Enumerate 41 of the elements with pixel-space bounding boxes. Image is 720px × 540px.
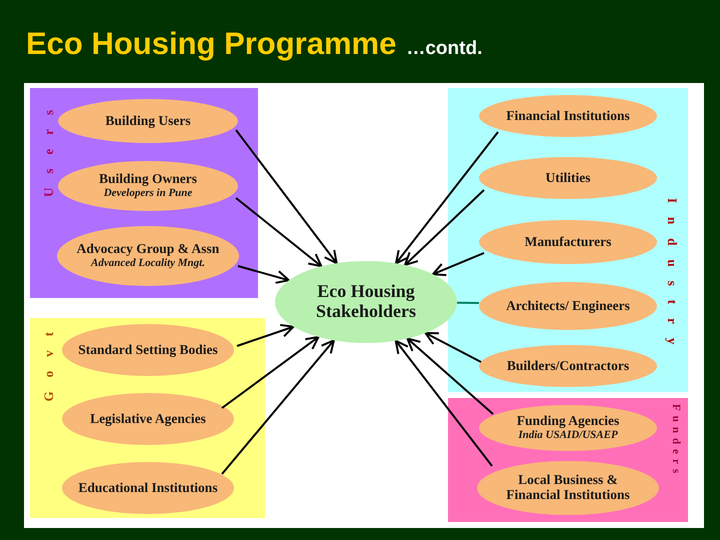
connector-arrow bbox=[236, 324, 294, 347]
node-title: Local Business & Financial Institutions bbox=[505, 473, 631, 503]
stakeholder-ellipse bbox=[58, 99, 238, 143]
node-note: Developers in Pune bbox=[104, 187, 192, 200]
node-title: Utilities bbox=[546, 170, 590, 186]
node-title: Funding Agencies bbox=[516, 414, 620, 430]
connector-arrow bbox=[404, 189, 485, 266]
node-title: Financial Institutions bbox=[506, 108, 630, 124]
node-title: Legislative Agencies bbox=[90, 412, 206, 426]
group-label: Govt bbox=[42, 318, 55, 402]
connector-arrow bbox=[394, 340, 493, 467]
connector-arrow bbox=[424, 332, 482, 363]
node-title: Standard Setting Bodies bbox=[78, 342, 218, 358]
group-label: Users bbox=[42, 96, 55, 198]
connector-arrow bbox=[235, 129, 338, 264]
node-title: Eco Housing Stakeholders bbox=[314, 282, 417, 322]
connector-arrow bbox=[221, 339, 335, 475]
node-note: India USAID/USAEP bbox=[518, 429, 618, 442]
node-title: Manufacturers bbox=[524, 234, 612, 250]
node-title: Advocacy Group & Assn bbox=[76, 242, 220, 258]
group-band bbox=[448, 88, 688, 392]
connector-arrow bbox=[235, 197, 322, 268]
node-title: Educational Institutions bbox=[78, 480, 218, 496]
slide-title: Eco Housing Programme bbox=[26, 26, 396, 62]
connector-arrow bbox=[395, 131, 499, 264]
group-band bbox=[30, 318, 265, 518]
node-title: Builders/Contractors bbox=[506, 358, 630, 374]
node-title: Building Owners bbox=[99, 172, 197, 188]
connector-arrow bbox=[221, 336, 320, 409]
group-band bbox=[30, 88, 258, 298]
group-band bbox=[448, 398, 688, 522]
group-label: Funders bbox=[670, 404, 681, 478]
connector-arrow bbox=[432, 252, 484, 276]
stakeholder-ellipse bbox=[479, 157, 657, 199]
node-title: Architects/ Engineers bbox=[506, 298, 630, 314]
connector-arrow bbox=[406, 338, 494, 415]
node-note: Advanced Locality Mngt. bbox=[91, 257, 205, 270]
group-label: Industry bbox=[666, 198, 679, 358]
node-title: Building Users bbox=[105, 114, 191, 128]
connector-arrow bbox=[238, 265, 290, 284]
title-suffix: …contd. bbox=[406, 38, 482, 60]
